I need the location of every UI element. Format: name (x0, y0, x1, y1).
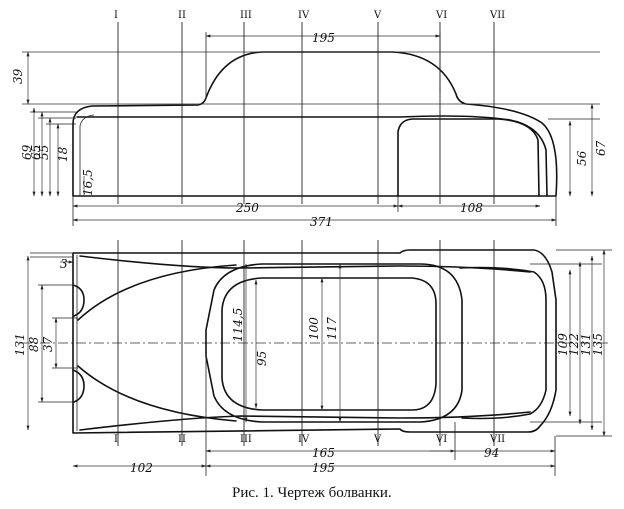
dim-131-left: 131 (13, 333, 27, 356)
dim-95: 95 (255, 351, 269, 366)
dim-114-5: 114,5 (231, 308, 245, 342)
dim-16-5: 16,5 (81, 169, 95, 196)
plan-view-rear-deck (459, 266, 547, 420)
section-label-top-3: III (240, 10, 252, 21)
dim-69: 69 (20, 144, 34, 160)
plan-view-outer-outline (72, 249, 557, 434)
dim-250: 250 (235, 201, 259, 215)
figure-caption: Рис. 1. Чертеж болванки. (232, 485, 392, 501)
plan-view-bonnet-curve-bottom (79, 411, 531, 431)
section-label-top-4: IV (298, 10, 310, 21)
plan-view-roof-inner (221, 277, 437, 411)
plan-view: 3 131 88 37 114,5 95 100 117 109 122 131… (13, 249, 612, 476)
dim-94: 94 (484, 446, 499, 460)
plan-view-roof-outer (205, 263, 463, 423)
dim-371: 371 (310, 215, 333, 229)
section-label-bottom-1: I (114, 434, 118, 445)
side-view: 195 39 69 65 55 18 16,5 56 67 250 108 37… (11, 31, 608, 229)
section-label-bottom-6: VI (435, 434, 447, 445)
dim-131-right: 131 (579, 333, 593, 356)
section-label-bottom-4: IV (298, 434, 310, 445)
dim-117: 117 (325, 317, 339, 340)
dim-165: 165 (312, 446, 335, 460)
dim-108: 108 (460, 201, 483, 215)
dim-195-top: 195 (312, 31, 335, 45)
section-label-bottom-7: VII (489, 434, 505, 445)
plan-view-nose-cone (77, 264, 237, 422)
dim-100: 100 (307, 317, 321, 340)
dim-55: 55 (37, 145, 51, 160)
section-label-top-2: II (178, 10, 186, 21)
section-label-bottom-5: V (373, 434, 382, 445)
side-view-rear-opening (397, 118, 540, 197)
dim-67: 67 (594, 140, 608, 156)
dim-56: 56 (575, 150, 589, 166)
dim-195-bottom: 195 (312, 461, 335, 475)
side-view-waist-line (76, 115, 548, 197)
plan-view-nose-bumps (72, 284, 85, 403)
dim-102: 102 (130, 461, 153, 475)
dim-18: 18 (56, 146, 70, 162)
side-view-nose-inner (79, 114, 95, 196)
section-label-bottom-3: III (240, 434, 252, 445)
section-label-top-1: I (114, 10, 118, 21)
section-label-top-7: VII (489, 10, 505, 21)
dim-109: 109 (556, 333, 570, 356)
dim-122: 122 (567, 333, 581, 356)
dim-39: 39 (11, 68, 25, 84)
section-label-top-6: VI (435, 10, 447, 21)
dim-135: 135 (591, 333, 605, 356)
section-label-bottom-2: II (178, 434, 186, 445)
dim-65: 65 (29, 145, 43, 160)
dim-3: 3 (60, 257, 68, 271)
side-view-body-outline (72, 51, 558, 197)
dim-88: 88 (27, 336, 41, 352)
section-label-top-5: V (373, 10, 382, 21)
dim-37: 37 (41, 336, 55, 352)
